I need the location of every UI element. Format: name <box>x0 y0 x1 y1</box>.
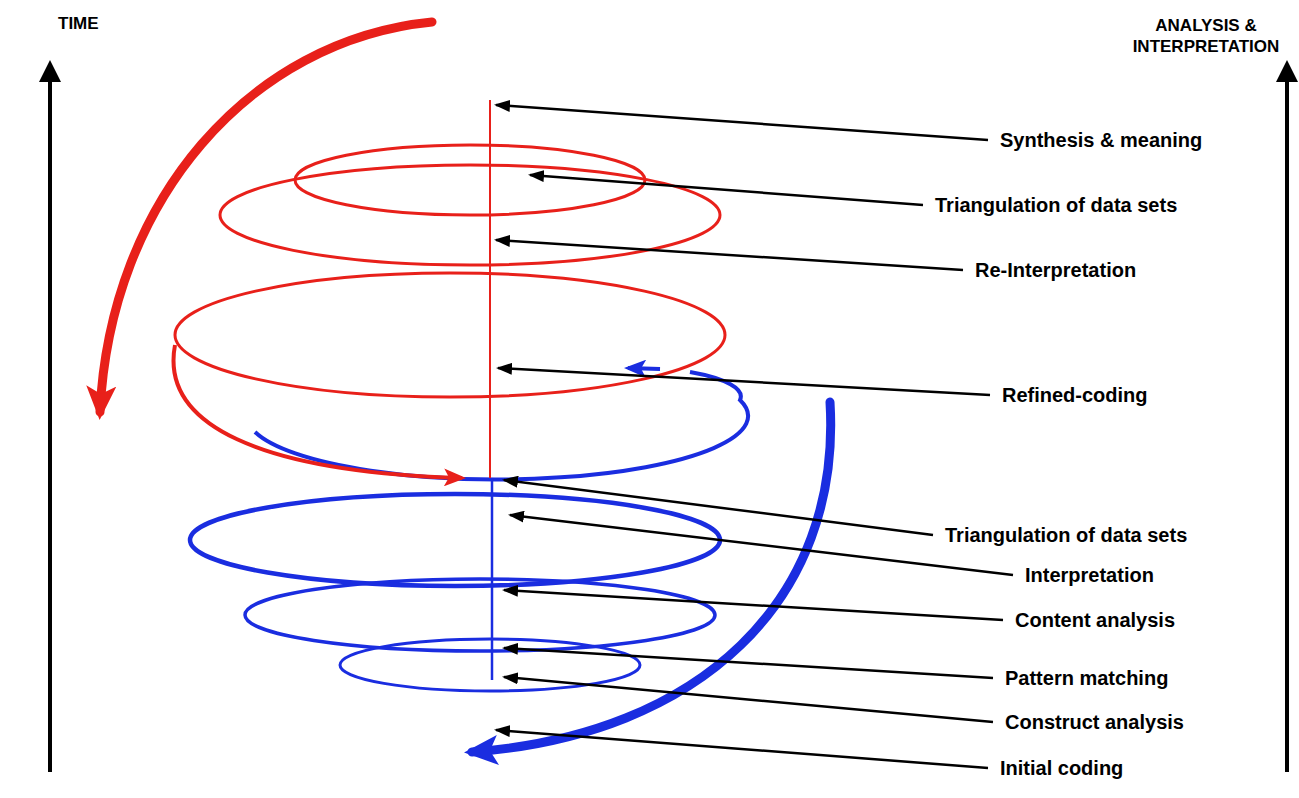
leader-arrow <box>496 105 988 140</box>
direction-arrows <box>100 22 831 752</box>
leader-arrow <box>496 730 988 768</box>
stage-label: Synthesis & meaning <box>1000 128 1202 153</box>
spiral-loop <box>255 372 748 479</box>
red-direction-arrow <box>100 22 432 412</box>
leader-arrow <box>504 648 993 678</box>
analysis-axis-arrow <box>1285 64 1289 772</box>
leader-arrow <box>498 368 990 395</box>
spiral-loop <box>175 273 725 397</box>
stage-label: Refined-coding <box>1002 383 1148 408</box>
leader-arrow <box>496 240 963 270</box>
stage-label: Triangulation of data sets <box>935 193 1177 218</box>
stage-label: Initial coding <box>1000 756 1123 781</box>
spiral-arrowhead <box>628 368 660 369</box>
blue-spiral <box>190 368 748 691</box>
stage-label: Pattern matching <box>1005 666 1168 691</box>
axis-title: TIME <box>58 13 99 34</box>
stage-label: Interpretation <box>1025 563 1154 588</box>
stage-label: Construct analysis <box>1005 710 1184 735</box>
stage-label: Re-Interpretation <box>975 258 1136 283</box>
red-spiral <box>174 100 725 478</box>
time-axis-arrow <box>48 64 52 772</box>
leader-arrow <box>504 677 993 722</box>
spiral-axis <box>491 478 494 680</box>
axis-arrows <box>50 64 1287 772</box>
leader-arrow <box>504 480 933 535</box>
spiral-axis <box>489 100 491 478</box>
axis-title: ANALYSIS & INTERPRETATION <box>1120 15 1292 58</box>
leader-arrow <box>510 515 1013 575</box>
spiral-loop <box>190 494 720 586</box>
stage-label: Content analysis <box>1015 608 1175 633</box>
spiral-arrowhead <box>174 345 462 478</box>
stage-label: Triangulation of data sets <box>945 523 1187 548</box>
spiral-loop <box>245 579 715 651</box>
leader-arrow <box>504 590 1003 620</box>
blue-direction-arrow <box>472 402 831 752</box>
leader-arrow <box>530 175 923 205</box>
